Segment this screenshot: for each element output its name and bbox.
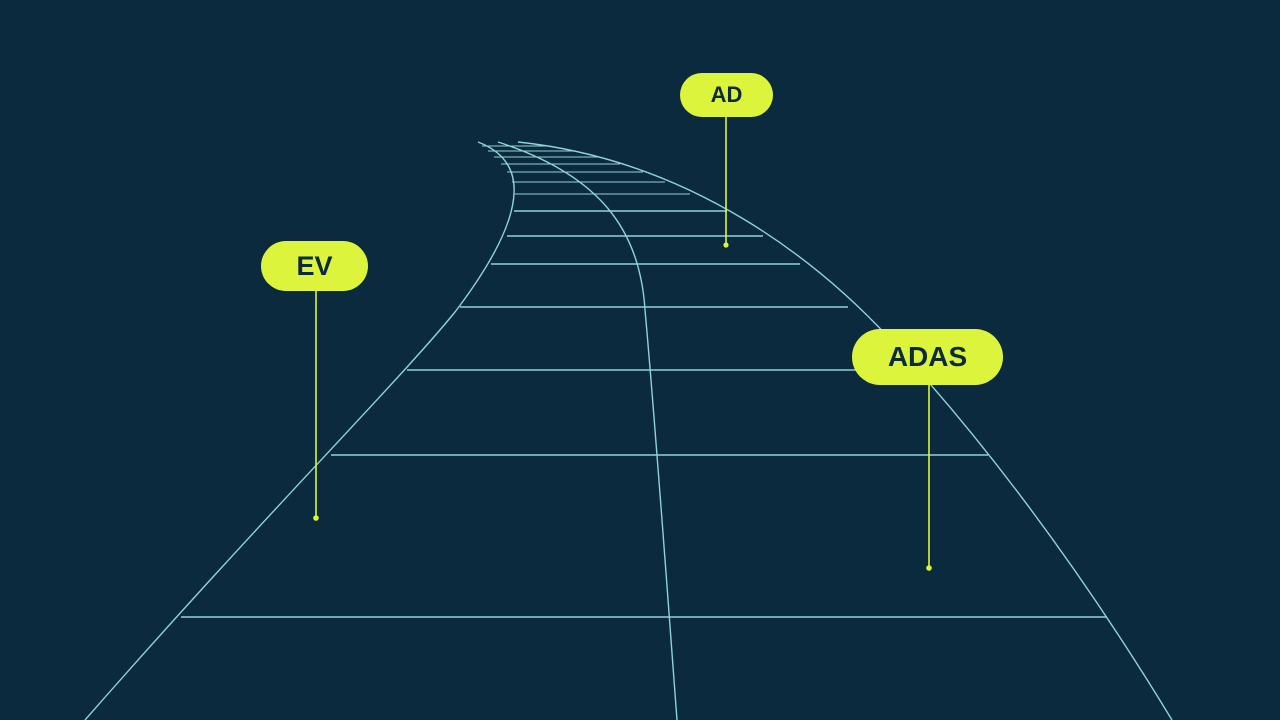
ev-marker-dot xyxy=(313,515,319,521)
adas-marker-dot xyxy=(926,565,932,571)
ad-label-text: AD xyxy=(710,82,743,107)
ev-label-text: EV xyxy=(296,250,333,281)
adas-label: ADAS xyxy=(852,329,1003,385)
road-left-edge xyxy=(84,141,515,720)
road-right-edge xyxy=(517,141,1173,720)
road-center-line xyxy=(497,141,678,720)
ad-label: AD xyxy=(680,73,773,117)
ev-label: EV xyxy=(261,241,368,291)
ad-marker-dot xyxy=(723,242,729,248)
adas-label-text: ADAS xyxy=(887,341,968,372)
